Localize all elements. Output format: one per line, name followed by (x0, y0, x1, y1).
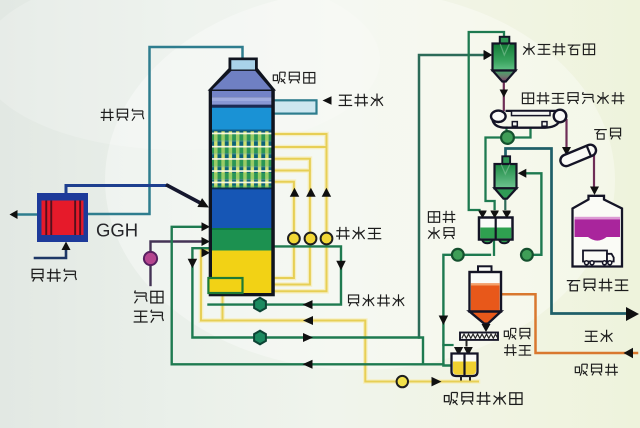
svg-text:GGH: GGH (96, 220, 138, 241)
